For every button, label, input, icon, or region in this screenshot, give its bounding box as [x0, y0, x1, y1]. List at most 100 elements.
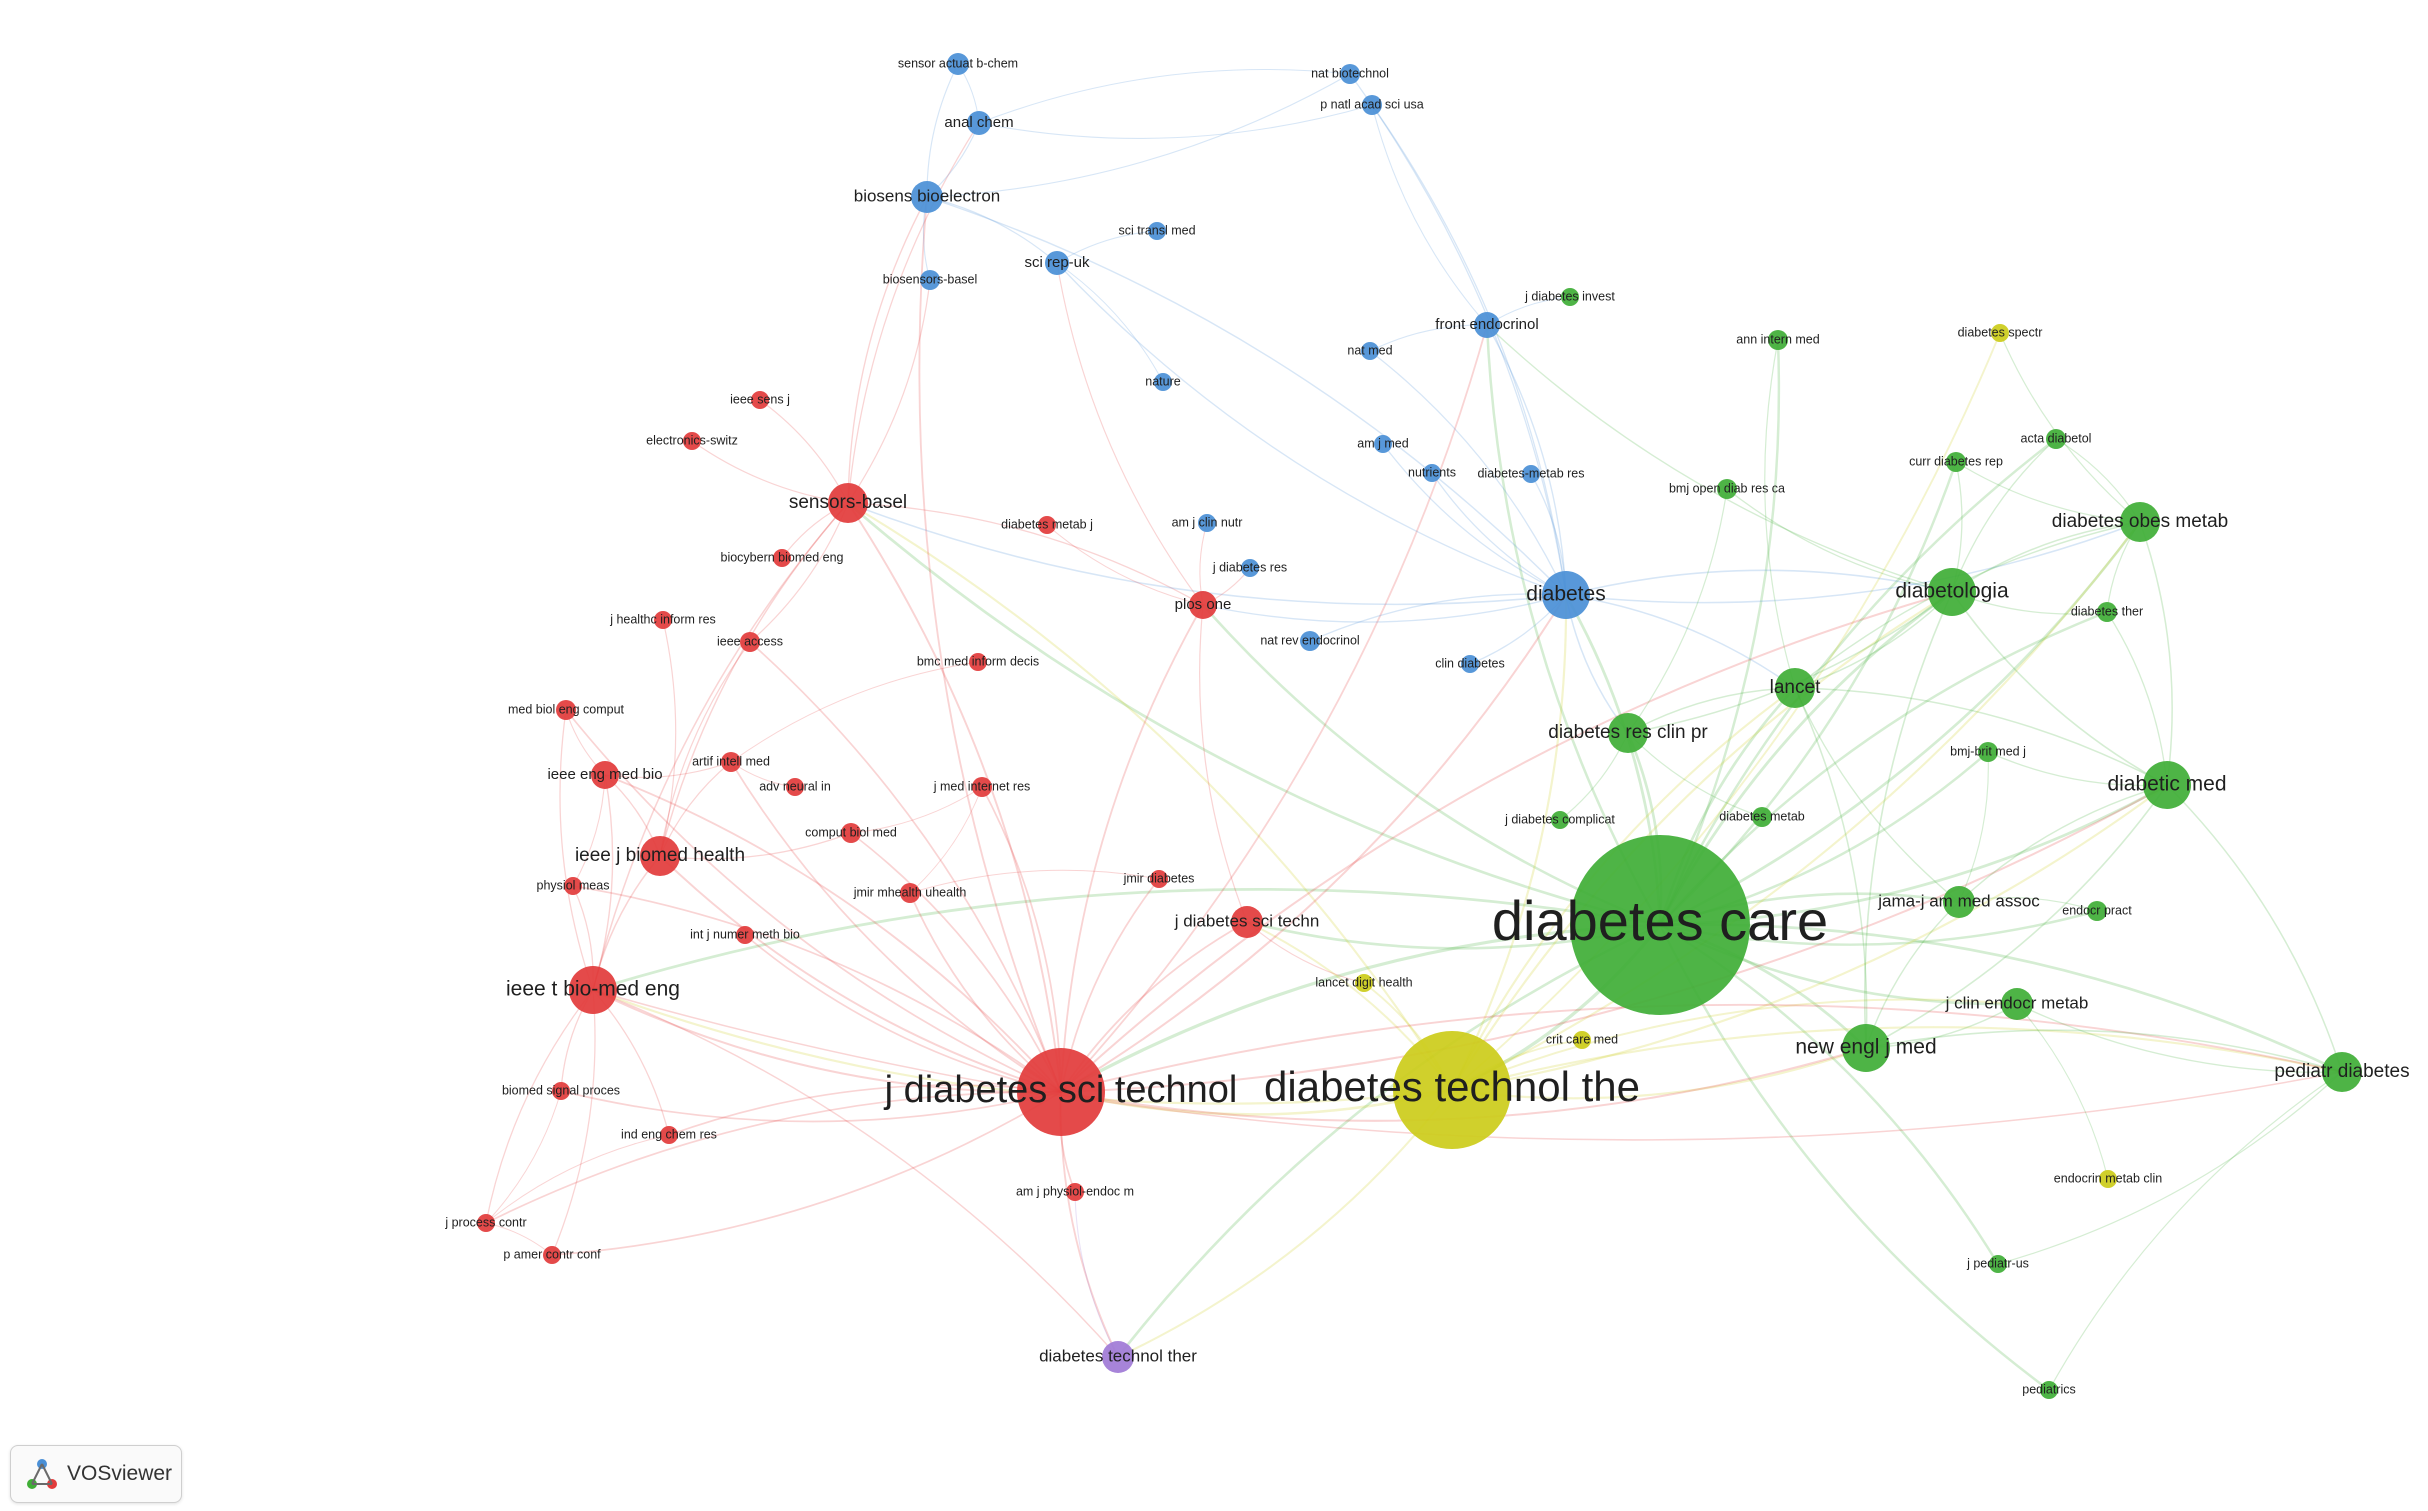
node-label-am-j-med[interactable]: am j med — [1357, 436, 1408, 450]
node-label-ieee-sens-j[interactable]: ieee sens j — [730, 392, 790, 406]
node-int-j-numer-meth-bio[interactable] — [736, 926, 754, 944]
node-j-pediatr-us[interactable] — [1989, 1255, 2007, 1273]
node-label-diabetologia[interactable]: diabetologia — [1895, 580, 2009, 603]
node-label-artif-intell-med[interactable]: artif intell med — [692, 754, 770, 768]
node-label-biocybern-biomed-eng[interactable]: biocybern biomed eng — [721, 550, 844, 564]
node-label-j-process-contr[interactable]: j process contr — [444, 1215, 526, 1229]
node-label-comput-biol-med[interactable]: comput biol med — [805, 825, 897, 839]
node-nat-biotechnol[interactable] — [1340, 64, 1360, 84]
node-p-amer-contr-conf[interactable] — [543, 1246, 561, 1264]
node-label-diabetes-ther[interactable]: diabetes ther — [2071, 604, 2143, 618]
node-label-acta-diabetol[interactable]: acta diabetol — [2021, 431, 2092, 445]
node-label-diabetic-med[interactable]: diabetic med — [2107, 773, 2226, 796]
node-diabetes-metab-j[interactable] — [1038, 516, 1056, 534]
node-diabetes-obes-metab[interactable] — [2120, 502, 2160, 542]
node-label-biomed-signal-proces[interactable]: biomed signal proces — [502, 1083, 620, 1097]
node-label-anal-chem[interactable]: anal chem — [944, 114, 1013, 131]
node-bmj-brit-med-j[interactable] — [1978, 742, 1998, 762]
node-label-clin-diabetes[interactable]: clin diabetes — [1435, 656, 1505, 670]
node-adv-neural-in[interactable] — [786, 778, 804, 796]
node-nature[interactable] — [1154, 373, 1172, 391]
node-label-ann-intern-med[interactable]: ann intern med — [1736, 332, 1819, 346]
node-nutrients[interactable] — [1423, 464, 1441, 482]
node-ann-intern-med[interactable] — [1768, 330, 1788, 350]
node-label-diabetes-technol-ther[interactable]: diabetes technol ther — [1039, 1346, 1197, 1365]
node-label-ieee-access[interactable]: ieee access — [717, 634, 783, 648]
node-label-endocr-pract[interactable]: endocr pract — [2062, 903, 2132, 917]
node-clin-diabetes[interactable] — [1461, 655, 1479, 673]
node-sci-rep-uk[interactable] — [1045, 251, 1069, 275]
node-anal-chem[interactable] — [967, 111, 991, 135]
node-label-j-diabetes-invest[interactable]: j diabetes invest — [1524, 289, 1615, 303]
node-ind-eng-chem-res[interactable] — [660, 1126, 678, 1144]
node-bmj-open-diab-res-ca[interactable] — [1717, 479, 1737, 499]
node-j-healthc-inform-res[interactable] — [654, 611, 672, 629]
node-label-endocrin-metab-clin[interactable]: endocrin metab clin — [2054, 1171, 2162, 1185]
node-label-ind-eng-chem-res[interactable]: ind eng chem res — [621, 1127, 717, 1141]
node-label-curr-diabetes-rep[interactable]: curr diabetes rep — [1909, 454, 2003, 468]
node-label-int-j-numer-meth-bio[interactable]: int j numer meth bio — [690, 927, 800, 941]
node-label-sensor-actuat-b-chem[interactable]: sensor actuat b-chem — [898, 56, 1018, 70]
node-med-biol-eng-comput[interactable] — [556, 700, 576, 720]
node-label-j-diabetes-sci-technol[interactable]: j diabetes sci technol — [884, 1069, 1238, 1111]
node-label-ieee-eng-med-bio[interactable]: ieee eng med bio — [547, 766, 662, 783]
node-j-diabetes-res[interactable] — [1241, 559, 1259, 577]
node-curr-diabetes-rep[interactable] — [1946, 452, 1966, 472]
node-jama[interactable] — [1943, 886, 1975, 918]
node-label-p-amer-contr-conf[interactable]: p amer contr conf — [503, 1247, 601, 1261]
node-ieee-j-biomed-health[interactable] — [640, 836, 680, 876]
node-label-jmir-mhealth-uhealth[interactable]: jmir mhealth uhealth — [853, 885, 967, 899]
node-ieee-t-bio-med-eng[interactable] — [569, 966, 617, 1014]
node-label-plos-one[interactable]: plos one — [1175, 596, 1232, 613]
node-acta-diabetol[interactable] — [2046, 429, 2066, 449]
node-label-diabetes-metab-j[interactable]: diabetes metab j — [1001, 517, 1093, 531]
node-j-diabetes-sci-techn[interactable] — [1231, 906, 1263, 938]
node-label-am-j-clin-nutr[interactable]: am j clin nutr — [1172, 515, 1243, 529]
node-label-sensors-basel[interactable]: sensors-basel — [789, 492, 907, 513]
node-j-med-internet-res[interactable] — [972, 777, 992, 797]
node-j-diabetes-sci-technol[interactable] — [1017, 1048, 1105, 1136]
node-diabetes-care[interactable] — [1570, 835, 1750, 1015]
node-label-jmir-diabetes[interactable]: jmir diabetes — [1123, 871, 1195, 885]
node-am-j-physiol-endoc-m[interactable] — [1066, 1183, 1084, 1201]
node-label-j-diabetes-res[interactable]: j diabetes res — [1212, 560, 1287, 574]
node-label-pediatrics[interactable]: pediatrics — [2022, 1382, 2076, 1396]
node-jmir-mhealth-uhealth[interactable] — [900, 883, 920, 903]
node-label-j-pediatr-us[interactable]: j pediatr-us — [1966, 1256, 2029, 1270]
node-crit-care-med[interactable] — [1573, 1031, 1591, 1049]
node-label-ieee-t-bio-med-eng[interactable]: ieee t bio-med eng — [506, 978, 680, 1001]
node-label-j-diabetes-complicat[interactable]: j diabetes complicat — [1504, 812, 1615, 826]
node-biosensors-basel[interactable] — [920, 270, 940, 290]
node-comput-biol-med[interactable] — [841, 823, 861, 843]
node-j-diabetes-complicat[interactable] — [1551, 811, 1569, 829]
node-diabetes-technol-the[interactable] — [1393, 1031, 1511, 1149]
node-label-nature[interactable]: nature — [1145, 374, 1180, 388]
node-label-physiol-meas[interactable]: physiol meas — [537, 878, 610, 892]
node-label-diabetes[interactable]: diabetes — [1526, 583, 1605, 606]
node-label-biosensors-basel[interactable]: biosensors-basel — [883, 272, 978, 286]
node-label-nat-rev-endocrinol[interactable]: nat rev endocrinol — [1260, 633, 1359, 647]
node-diabetic-med[interactable] — [2143, 761, 2191, 809]
node-jmir-diabetes[interactable] — [1150, 870, 1168, 888]
node-label-ieee-j-biomed-health[interactable]: ieee j biomed health — [575, 845, 745, 866]
node-label-diabetes-care[interactable]: diabetes care — [1492, 889, 1828, 952]
node-label-nutrients[interactable]: nutrients — [1408, 465, 1456, 479]
node-endocr-pract[interactable] — [2087, 901, 2107, 921]
node-lancet-digit-health[interactable] — [1355, 974, 1373, 992]
node-label-diabetes-technol-the[interactable]: diabetes technol the — [1264, 1063, 1640, 1110]
node-label-j-clin-endocr-metab[interactable]: j clin endocr metab — [1945, 993, 2089, 1012]
node-j-clin-endocr-metab[interactable] — [2001, 988, 2033, 1020]
node-sci-transl-med[interactable] — [1148, 222, 1166, 240]
node-artif-intell-med[interactable] — [721, 752, 741, 772]
node-label-new-engl-j-med[interactable]: new engl j med — [1795, 1036, 1936, 1059]
node-label-bmj-brit-med-j[interactable]: bmj-brit med j — [1950, 744, 2026, 758]
node-ieee-access[interactable] — [740, 632, 760, 652]
node-sensors-basel[interactable] — [828, 483, 868, 523]
node-biocybern-biomed-eng[interactable] — [773, 549, 791, 567]
node-label-diabetes-obes-metab[interactable]: diabetes obes metab — [2052, 511, 2228, 532]
node-diabetes-res-clin-pr[interactable] — [1608, 713, 1648, 753]
node-physiol-meas[interactable] — [564, 877, 582, 895]
node-diabetes[interactable] — [1542, 571, 1590, 619]
node-p-natl-acad-sci-usa[interactable] — [1362, 95, 1382, 115]
